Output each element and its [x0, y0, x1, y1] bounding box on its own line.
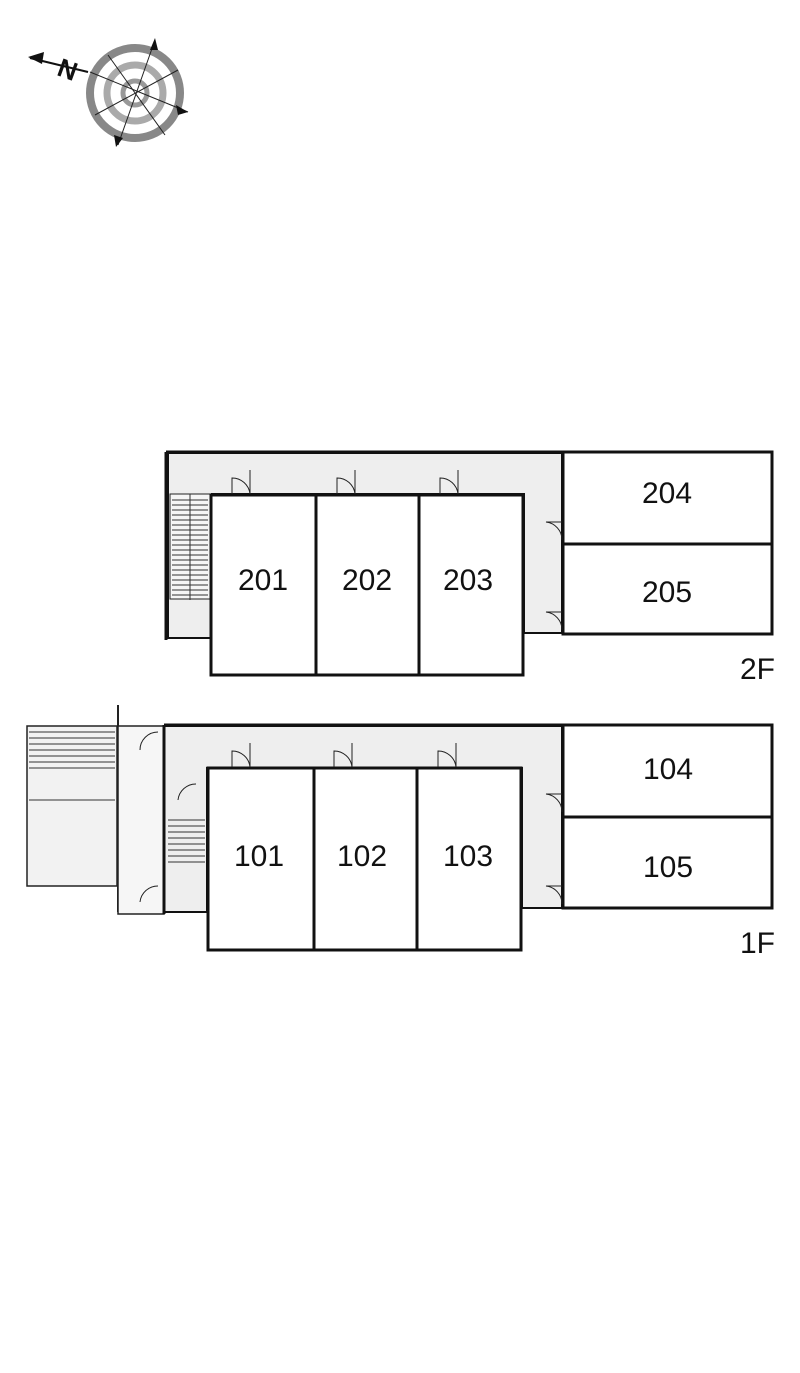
- stairs-1f-inner: [168, 819, 205, 863]
- room-104[interactable]: [561, 723, 774, 819]
- room-label-101: 101: [234, 840, 284, 873]
- room-101[interactable]: [206, 766, 316, 952]
- room-205[interactable]: [561, 542, 774, 636]
- room-label-102: 102: [337, 840, 387, 873]
- compass-rose-icon: N: [28, 38, 189, 147]
- stairs-2f: [169, 493, 211, 600]
- floor-2f: 201 202 203 204 205 2F: [164, 450, 775, 686]
- room-label-104: 104: [643, 753, 693, 786]
- room-203[interactable]: [417, 493, 525, 677]
- north-label: N: [54, 52, 82, 87]
- room-label-103: 103: [443, 840, 493, 873]
- room-103[interactable]: [415, 766, 523, 952]
- floor-label-2f: 2F: [740, 653, 775, 686]
- floor-1f: 101 102 103 104 105 1F: [26, 705, 775, 960]
- room-label-202: 202: [342, 564, 392, 597]
- room-102[interactable]: [312, 766, 419, 952]
- stairs-1f-outdoor: [26, 705, 119, 912]
- room-label-105: 105: [643, 851, 693, 884]
- floor-label-1f: 1F: [740, 927, 775, 960]
- entrance-hall: [117, 725, 165, 915]
- room-label-204: 204: [642, 477, 692, 510]
- doors-2f: [231, 470, 563, 631]
- room-105[interactable]: [561, 815, 774, 910]
- doors-1f: [139, 731, 563, 905]
- room-201[interactable]: [209, 493, 318, 677]
- room-label-205: 205: [642, 576, 692, 609]
- room-label-203: 203: [443, 564, 493, 597]
- room-label-201: 201: [238, 564, 288, 597]
